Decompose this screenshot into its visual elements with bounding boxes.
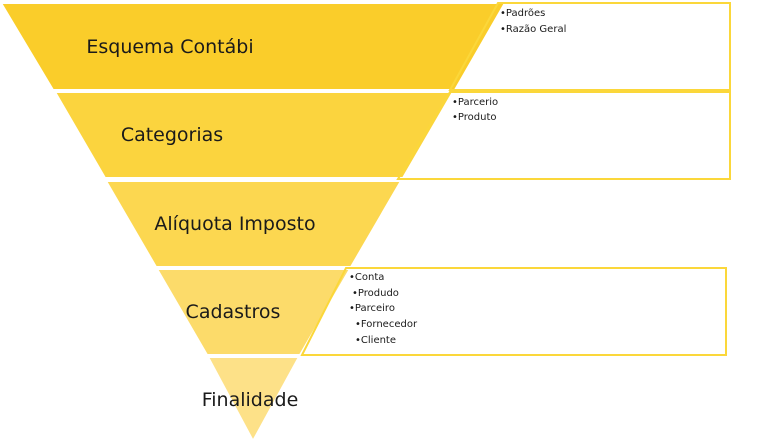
detail-item: •Padrões: [500, 8, 545, 19]
funnel-level-label-4: Cadastros: [186, 301, 281, 323]
funnel-level-2: Categorias •Parcerio •Produto: [53, 91, 731, 180]
funnel-level-label-5: Finalidade: [202, 389, 299, 411]
detail-item: •Parceiro: [349, 303, 395, 314]
detail-item: •Parcerio: [452, 97, 498, 108]
funnel-segment-4: [155, 268, 352, 356]
funnel-level-1: Esquema Contábi •Padrões •Razão Geral: [0, 2, 731, 91]
funnel-level-label-1: Esquema Contábi: [86, 36, 253, 58]
detail-item: •Cliente: [355, 335, 396, 346]
funnel-level-5: Finalidade: [202, 356, 301, 444]
detail-box-4: [300, 267, 727, 356]
detail-item: •Produto: [452, 112, 497, 123]
funnel-segment-2: [53, 91, 455, 179]
funnel-level-4: Cadastros •Conta •Produdo •Parceiro •For…: [155, 267, 727, 356]
funnel-level-label-2: Categorias: [121, 124, 223, 146]
funnel-level-label-3: Alíquota Imposto: [154, 213, 315, 235]
detail-item: •Produdo: [352, 288, 399, 299]
funnel-segment-5: [206, 356, 301, 444]
detail-item: •Conta: [349, 272, 384, 283]
detail-box-2: [396, 91, 731, 180]
detail-item: •Razão Geral: [500, 24, 566, 35]
detail-item: •Fornecedor: [355, 319, 418, 330]
funnel-level-3: Alíquota Imposto: [104, 180, 403, 268]
detail-box-1: [448, 2, 731, 91]
